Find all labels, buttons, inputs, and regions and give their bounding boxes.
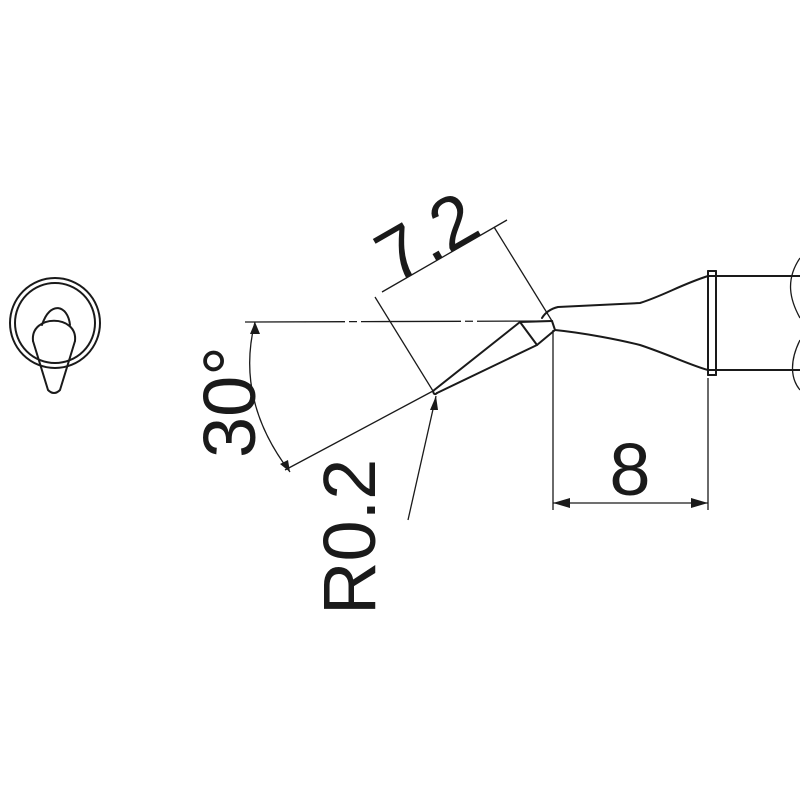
tip-end-view bbox=[9, 277, 101, 394]
break-line-bottom bbox=[791, 339, 800, 391]
dimension-angle: 30° bbox=[188, 320, 553, 473]
radius-leader-line bbox=[407, 395, 437, 521]
break-line-top bbox=[789, 257, 800, 319]
radius-leader-arrow bbox=[430, 396, 438, 410]
ext-line-7-2-right bbox=[493, 226, 553, 322]
angle-arc bbox=[249, 321, 291, 473]
angle-arrow-bottom bbox=[280, 460, 290, 472]
tip-point bbox=[432, 390, 438, 396]
dim-line-7-2 bbox=[381, 219, 508, 293]
tip-cone-lower bbox=[436, 329, 556, 394]
angle-arrow-top bbox=[250, 322, 260, 334]
end-view-outer-circle bbox=[9, 277, 101, 369]
end-view-tip bbox=[32, 340, 76, 394]
shank-bottom-taper bbox=[554, 329, 717, 371]
dimension-label-angle: 30° bbox=[188, 346, 271, 458]
tip-cone-upper bbox=[432, 320, 553, 392]
end-view-top-arc bbox=[41, 307, 71, 326]
tip-side-view bbox=[432, 257, 800, 396]
tip-cone-base bbox=[519, 321, 538, 346]
angle-ref-horizontal bbox=[244, 320, 553, 323]
end-view-inner-circle bbox=[14, 282, 96, 364]
dim-arrow-8-left bbox=[553, 498, 570, 508]
dimension-label-7-2: 7.2 bbox=[362, 176, 493, 299]
dimension-7-2: 7.2 bbox=[362, 176, 553, 392]
ext-line-7-2-left bbox=[374, 296, 434, 392]
dimension-label-8: 8 bbox=[609, 428, 650, 511]
dimension-8: 8 bbox=[552, 330, 709, 511]
dimension-label-radius: R0.2 bbox=[308, 459, 391, 615]
shank-top-taper bbox=[541, 275, 717, 319]
dim-arrow-8-right bbox=[691, 498, 708, 508]
end-view-shank bbox=[31, 319, 77, 342]
tip-face bbox=[551, 320, 556, 331]
dimension-radius: R0.2 bbox=[308, 395, 438, 615]
angle-ref-incline bbox=[284, 390, 434, 471]
